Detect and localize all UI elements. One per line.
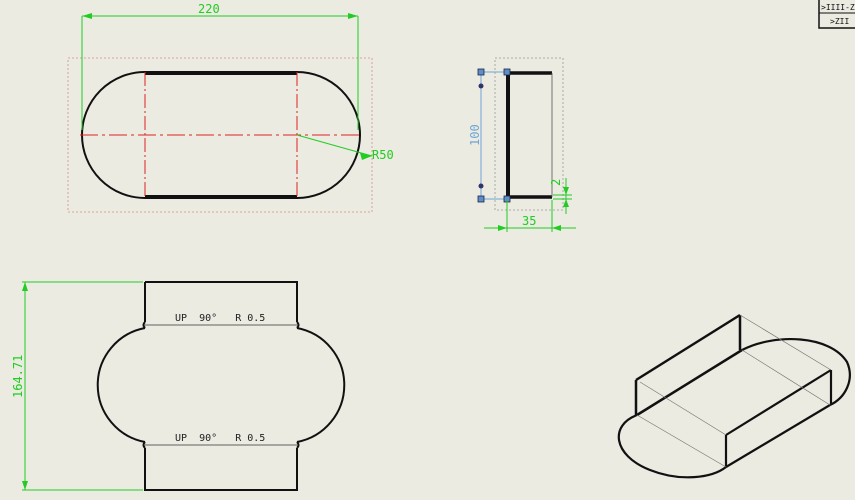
relief-notches — [142, 321, 300, 449]
arrow-handle[interactable] — [478, 83, 484, 89]
arrow-handle[interactable] — [478, 183, 484, 189]
bend-note-bottom[interactable]: UP 90° R 0.5 — [175, 433, 265, 444]
bend-note-top[interactable]: UP 90° R 0.5 — [175, 313, 265, 324]
grip-handle[interactable] — [477, 195, 485, 203]
dimension-220[interactable]: 220 — [198, 2, 220, 16]
title-block-row1: >IIII-ZI — [821, 3, 855, 12]
grip-handle[interactable] — [477, 68, 485, 76]
side-view[interactable]: 100 35 2 — [468, 57, 576, 232]
title-block: >IIII-ZI >ZII — [818, 0, 855, 29]
arrowhead — [360, 153, 372, 160]
dimension-35[interactable]: 35 — [522, 214, 536, 228]
iso-tangent-edges — [636, 314, 832, 468]
grip-handle[interactable] — [503, 68, 511, 76]
title-block-row2: >ZII — [830, 17, 849, 26]
view-boundary — [67, 57, 373, 213]
dimension-2[interactable]: 2 — [549, 179, 563, 186]
radius-leader — [296, 134, 373, 157]
dimension-164-71[interactable]: 164.71 — [11, 355, 25, 398]
flat-outline — [96, 281, 346, 491]
dimension-r50[interactable]: R50 — [372, 148, 394, 162]
dimension-100[interactable]: 100 — [468, 124, 482, 146]
isometric-view[interactable] — [617, 313, 851, 479]
right-arc — [296, 71, 361, 199]
iso-right-arc — [741, 337, 851, 406]
top-view[interactable]: 220 R50 — [67, 2, 394, 213]
view-boundary — [494, 57, 564, 211]
iso-left-arc — [617, 413, 727, 479]
flat-pattern-view[interactable]: UP 90° R 0.5 UP 90° R 0.5 164.71 — [11, 281, 346, 491]
